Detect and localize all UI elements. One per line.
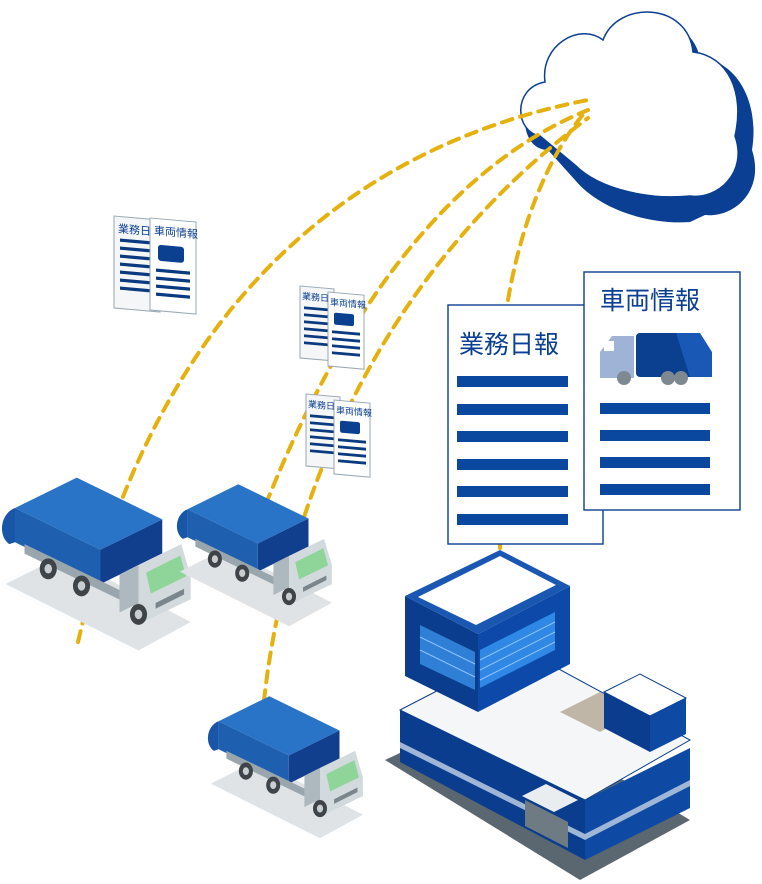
link-truck-2 (250, 108, 590, 542)
svg-text:車両情報: 車両情報 (154, 223, 198, 241)
truck-icon (1, 477, 191, 651)
document-icon: 車両情報 (327, 291, 366, 370)
document-icon: 業務日 (299, 285, 335, 362)
vehicle-info-title: 車両情報 (600, 286, 700, 315)
business-report-title: 業務日報 (459, 330, 559, 359)
svg-text:業務日: 業務日 (302, 290, 329, 304)
vehicle-info-document: 車両情報 (583, 271, 741, 511)
svg-text:車両情報: 車両情報 (330, 296, 366, 311)
document-lines (600, 403, 710, 495)
document-lines (457, 376, 568, 525)
svg-text:車両情報: 車両情報 (336, 404, 372, 419)
truck-icon (207, 696, 363, 839)
doc-pair-2: 業務日 車両情報 (299, 285, 366, 370)
cloud-icon (520, 11, 756, 223)
doc-pair-1: 業務日報 車両情報 (113, 215, 198, 315)
document-icon: 車両情報 (149, 217, 198, 315)
link-office (506, 110, 587, 302)
truck-icon (600, 333, 712, 385)
business-report-document: 業務日報 (447, 304, 604, 545)
document-icon: 車両情報 (333, 399, 372, 478)
doc-pair-3: 業務日 車両情報 (305, 393, 372, 478)
office-building-icon (385, 550, 692, 880)
document-icon: 業務日 (305, 393, 341, 470)
svg-text:業務日: 業務日 (308, 398, 335, 412)
